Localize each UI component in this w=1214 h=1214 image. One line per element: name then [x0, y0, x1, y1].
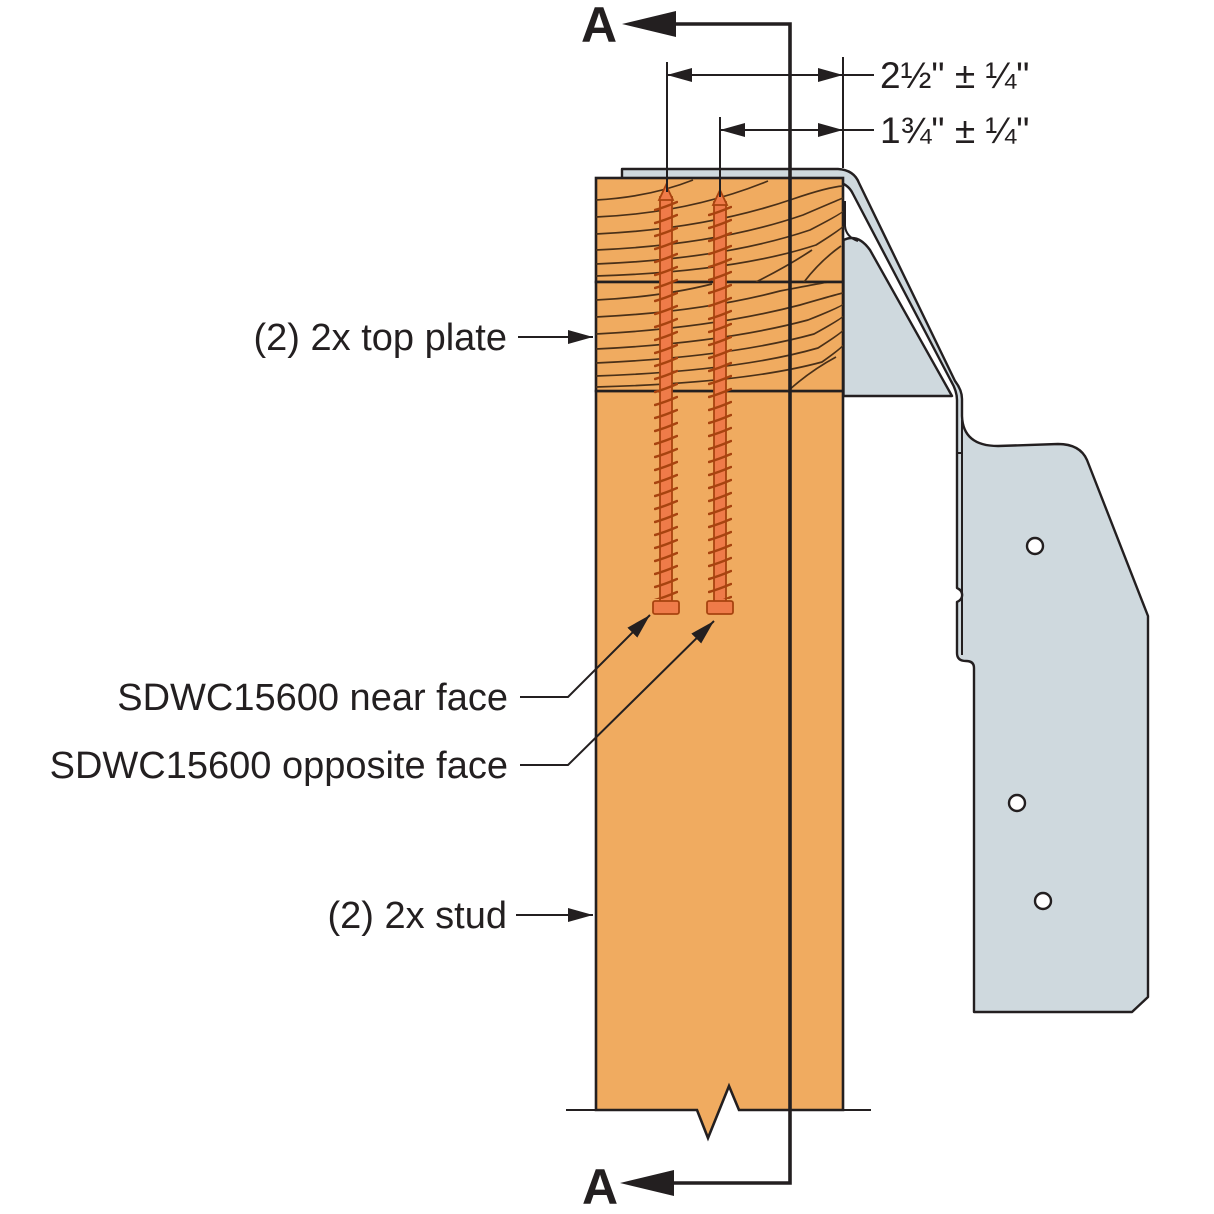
leader-near-face-screw	[520, 614, 651, 698]
section-arrow-top	[622, 11, 676, 37]
nail-hole	[1033, 891, 1053, 911]
section-letter-top: A	[581, 0, 617, 53]
screw-head	[652, 600, 680, 615]
label-stud: (2) 2x stud	[327, 895, 507, 937]
section-arrow-bottom	[620, 1170, 674, 1196]
section-letter-bottom: A	[582, 1159, 618, 1214]
dim-text-near-face: 2½" ± ¼"	[880, 55, 1029, 96]
dimensions: 2½" ± ¼" 1¾" ± ¼"	[666, 55, 1029, 197]
connector-side-flange	[842, 236, 954, 398]
nail-hole	[1025, 536, 1045, 556]
nail-hole	[1007, 793, 1027, 813]
connector-tab-detail	[844, 201, 859, 242]
leader-opposite-face-screw	[520, 620, 715, 766]
section-cut-line: A A	[581, 0, 792, 1214]
screw-opposite-face	[706, 187, 734, 615]
wood-grain-upper	[596, 179, 843, 282]
label-top-plate: (2) 2x top plate	[254, 317, 507, 359]
metal-connector	[620, 167, 1150, 1014]
callouts: (2) 2x top plate SDWC15600 near face SDW…	[50, 317, 715, 937]
screw-near-face	[652, 182, 680, 615]
screws	[652, 182, 734, 615]
label-near-face-screw: SDWC15600 near face	[117, 677, 508, 719]
label-opposite-face-screw: SDWC15600 opposite face	[50, 745, 508, 787]
screw-head	[706, 600, 734, 615]
dim-text-opposite-face: 1¾" ± ¼"	[880, 110, 1029, 151]
